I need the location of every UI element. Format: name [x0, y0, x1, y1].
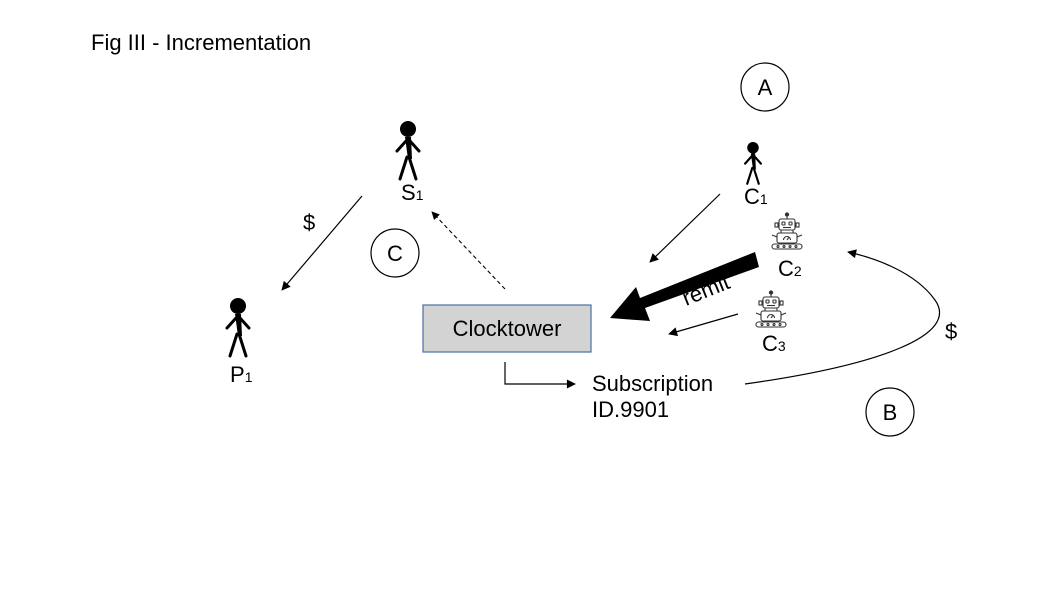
person-icon	[744, 140, 762, 185]
subscription-line1: Subscription	[592, 371, 713, 396]
p1-label: P1	[230, 362, 253, 387]
c3-letter: C	[762, 331, 778, 356]
c1-letter: C	[744, 184, 760, 209]
figure-title: Fig III - Incrementation	[91, 30, 311, 55]
robot-icon	[771, 212, 803, 250]
arrow-remit	[610, 252, 759, 321]
arrow-c1-to-clocktower	[649, 193, 721, 263]
person-icon	[225, 296, 251, 358]
marker-a-label: A	[758, 75, 773, 100]
c3-subscript: 3	[778, 338, 786, 354]
marker-b-label: B	[883, 400, 898, 425]
arrow-c3-to-clocktower	[668, 313, 739, 337]
arrow-clocktower-to-s1	[431, 211, 506, 290]
person-icon	[395, 119, 421, 181]
marker-c: C	[370, 228, 420, 278]
s1-label: S1	[401, 180, 424, 205]
p1-subscript: 1	[245, 369, 253, 385]
robot-icon	[755, 290, 787, 328]
clocktower-label: Clocktower	[453, 316, 562, 341]
subscription-line2: ID.9901	[592, 397, 669, 422]
marker-c-label: C	[387, 241, 403, 266]
arrow-subscription-to-c2	[744, 249, 941, 385]
clocktower-node: Clocktower	[422, 304, 592, 353]
c1-label: C1	[744, 184, 768, 209]
c3-label: C3	[762, 331, 786, 356]
remit-label: remit	[679, 269, 734, 310]
clocktower-box	[422, 304, 592, 353]
arrow-s1-to-p1	[281, 195, 363, 291]
dollar-label-sub-c2: $	[945, 319, 957, 344]
s1-letter: S	[401, 180, 416, 205]
subscription-label: Subscription ID.9901	[592, 371, 719, 422]
arrow-clocktower-to-subscription	[504, 362, 576, 389]
p1-letter: P	[230, 362, 245, 387]
s1-subscript: 1	[416, 187, 424, 203]
marker-b: B	[865, 387, 915, 437]
dollar-label-s1-p1: $	[303, 210, 315, 235]
c2-subscript: 2	[794, 263, 802, 279]
c2-letter: C	[778, 256, 794, 281]
marker-a: A	[740, 62, 790, 112]
c2-label: C2	[778, 256, 802, 281]
c1-subscript: 1	[760, 191, 768, 207]
